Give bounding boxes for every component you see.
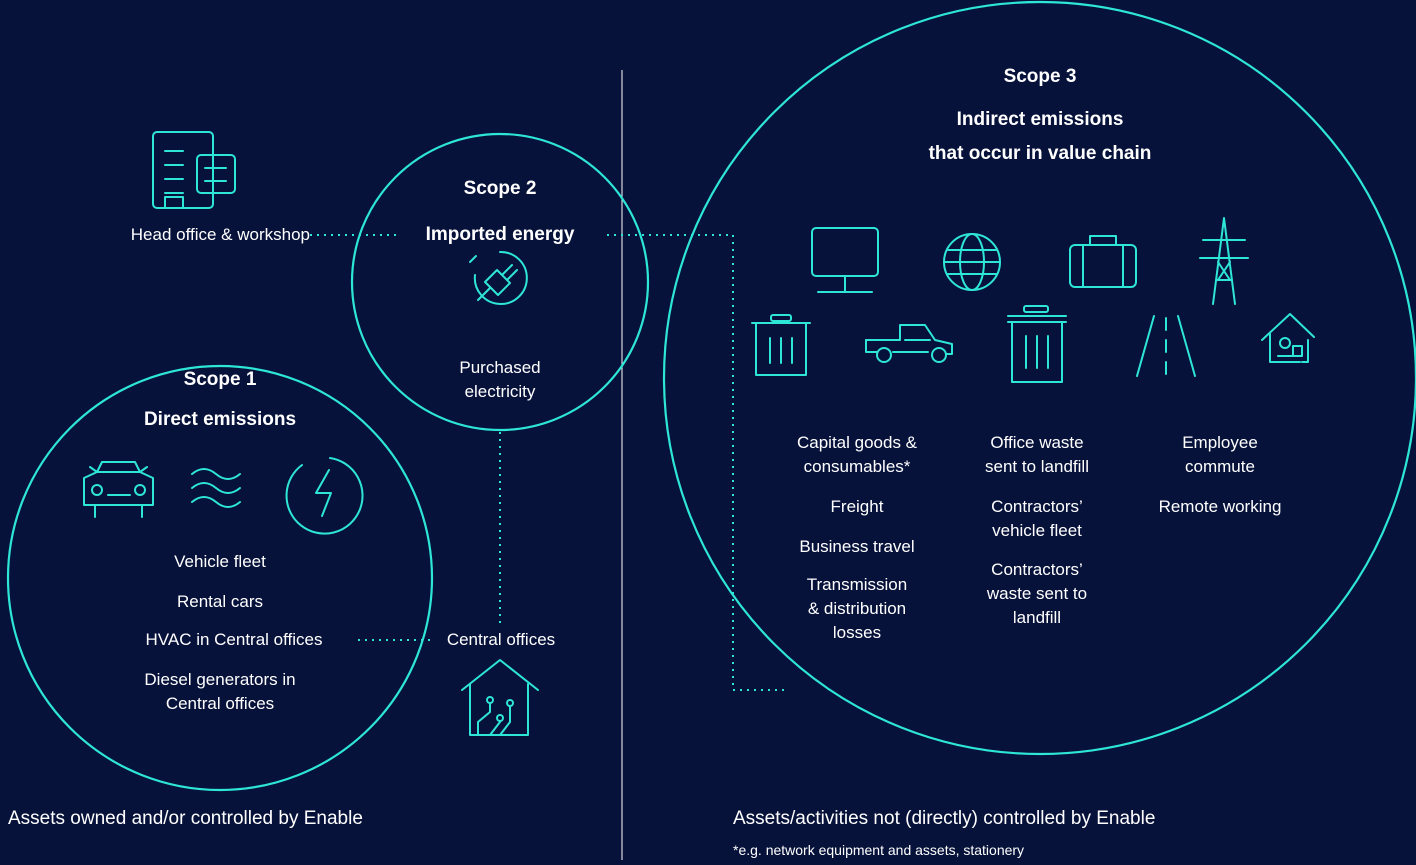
head-office-label: Head office & workshop [130,225,310,244]
scope1-item: Diesel generators in [144,670,296,689]
scope3-item: commute [1185,457,1255,476]
home-worker-icon [1261,313,1315,363]
footnote: *e.g. network equipment and assets, stat… [733,842,1025,858]
footer-right-caption: Assets/activities not (directly) control… [733,808,1156,829]
car-icon [83,461,154,518]
scope3-item: Remote working [1158,497,1282,516]
scope2-title: Scope 2 [463,178,537,199]
scope3-item: Employee [1182,433,1258,452]
scope3-circle [663,1,1416,755]
pylon-icon [1199,217,1249,305]
globe-icon [943,233,1001,291]
building-icon [152,131,236,209]
smart-home-icon [461,659,539,736]
plug-icon [469,250,528,305]
scope3-item: Freight [830,497,884,516]
scope3-item: consumables* [803,457,911,476]
scope1-subtitle: Direct emissions [143,409,297,430]
bin-icon [751,314,811,376]
scope3-item: vehicle fleet [992,521,1082,540]
scope3-item: Capital goods & [796,433,918,452]
lightning-icon [285,457,364,535]
road-icon [1136,315,1196,377]
waves-icon [191,468,241,508]
scope1-item: Rental cars [177,592,263,611]
scope3-subtitle-line2: that occur in value chain [928,143,1152,164]
scope3-subtitle-line1: Indirect emissions [956,109,1124,130]
scope3-item: losses [832,623,882,642]
scope2-item-line2: electricity [464,382,536,401]
scope3-item: Contractors’ [991,497,1083,516]
scope2-subtitle: Imported energy [398,220,602,250]
truck-icon [865,324,953,363]
large-bin-icon [1007,305,1067,383]
scope3-item: Transmission [806,575,908,594]
scope3-item: & distribution [807,599,907,618]
scope3-item: sent to landfill [985,457,1089,476]
scope1-item: Central offices [165,694,275,713]
scope3-item: Office waste [990,433,1084,452]
footer-left-caption: Assets owned and/or controlled by Enable [8,808,363,829]
scope3-item: Business travel [799,537,915,556]
connectors [310,234,785,691]
scope3-item: landfill [1012,608,1062,627]
scope2-item-line1: Purchased [459,358,541,377]
scope1-item: Vehicle fleet [174,552,266,571]
briefcase-icon [1069,235,1137,288]
central-offices-label: Central offices [432,628,570,652]
scope3-item: waste sent to [986,584,1088,603]
monitor-icon [811,227,879,293]
scope3-title: Scope 3 [1003,66,1077,87]
scope3-item: Contractors’ [991,560,1083,579]
scope2-circle [350,132,650,432]
scope1-title: Scope 1 [183,369,257,390]
scope1-item: HVAC in Central offices [112,628,356,652]
scope1-circle [6,364,434,792]
